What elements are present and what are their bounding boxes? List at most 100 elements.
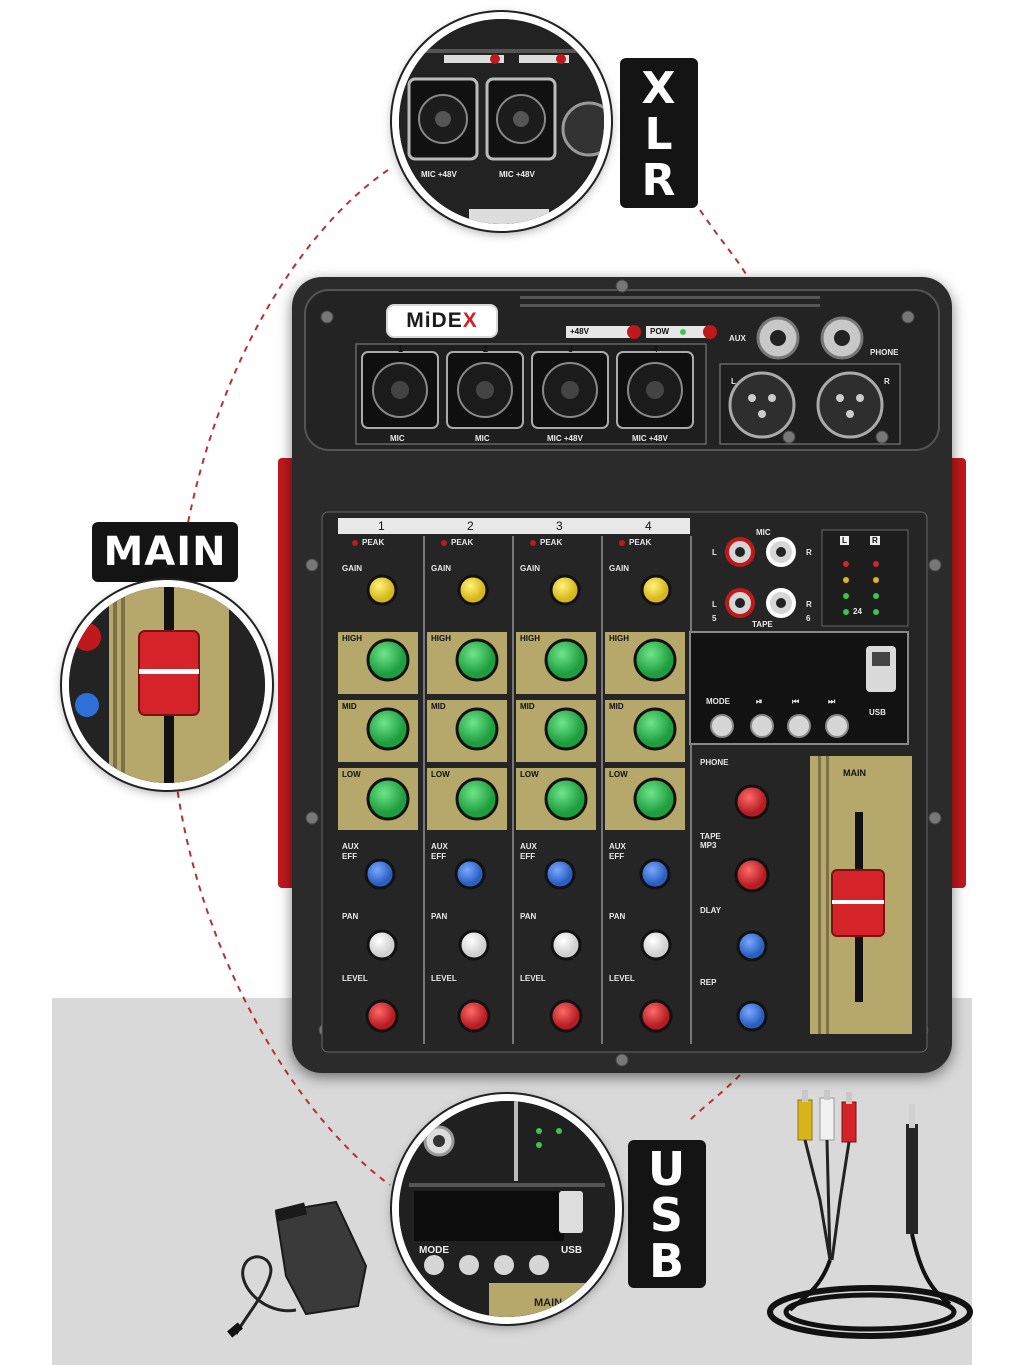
main-fader-zoom-circle: [62, 580, 272, 790]
input-number-4: 4: [653, 344, 659, 354]
xlr-zoom-circle: MIC +48V MIC +48V: [392, 12, 611, 231]
low-label-4: LOW: [609, 770, 628, 779]
high-label-2: HIGH: [431, 634, 451, 643]
channel-number-4: 4: [645, 519, 652, 533]
rca-cable-image: [767, 1090, 973, 1339]
power-adapter-image: [227, 1200, 368, 1338]
main-out-left-label: L: [731, 377, 736, 386]
aux-jack-label: AUX: [729, 334, 746, 343]
usb-label-tag: U S B: [628, 1140, 706, 1288]
input-number-1: 1: [398, 344, 404, 354]
rca-number-6: 6: [806, 614, 811, 623]
aux-text-3: AUX: [520, 842, 537, 851]
main-fader-zoom-image: [69, 587, 265, 783]
channel-number-1: 1: [378, 519, 385, 533]
mid-label-3: MID: [520, 702, 535, 711]
level-label-4: LEVEL: [609, 974, 635, 983]
usb-zoom-image: MODE USB MAIN: [399, 1101, 615, 1317]
usb-port-label: USB: [869, 708, 886, 717]
brand-logo-x: X: [462, 309, 478, 332]
aux-text-2: AUX: [431, 842, 448, 851]
xlr-zoom-image: MIC +48V MIC +48V: [399, 19, 604, 224]
gain-label-4: GAIN: [609, 564, 629, 573]
gain-label-3: GAIN: [520, 564, 540, 573]
input-number-2: 2: [483, 344, 489, 354]
repeat-label: REP: [700, 978, 717, 987]
main-fader-label: MAIN: [843, 768, 866, 778]
pan-label-2: PAN: [431, 912, 448, 921]
tape-mp3-volume-label: TAPE MP3: [700, 832, 721, 850]
low-label-2: LOW: [431, 770, 450, 779]
input-jack-label-1: MIC: [390, 434, 405, 443]
next-button-label: ⏭: [828, 697, 836, 706]
mid-label-2: MID: [431, 702, 446, 711]
aux-text-1: AUX: [342, 842, 359, 851]
peak-label-2: PEAK: [451, 538, 474, 547]
eff-text-1: EFF: [342, 852, 358, 861]
mid-label-4: MID: [609, 702, 624, 711]
xlr-letter-r: R: [641, 155, 677, 206]
rca-number-5: 5: [712, 614, 717, 623]
usb-letter-b: B: [648, 1234, 686, 1288]
usb-letter-s: S: [649, 1188, 685, 1242]
input-jack-label-4: MIC +48V: [632, 434, 668, 443]
high-label-4: HIGH: [609, 634, 629, 643]
phone-volume-label: PHONE: [700, 758, 729, 767]
pan-label-4: PAN: [609, 912, 626, 921]
aux-text-4: AUX: [609, 842, 626, 851]
input-jack-label-2: MIC: [475, 434, 490, 443]
delay-label: DLAY: [700, 906, 722, 915]
svg-text:USB: USB: [561, 1245, 582, 1256]
meter-left-label: L: [840, 536, 849, 545]
eff-text-2: EFF: [431, 852, 447, 861]
brand-logo-text: MiDE: [406, 309, 463, 332]
meter-step-label: 24: [853, 607, 862, 616]
power-label: POW: [650, 327, 670, 336]
svg-text:MIC +48V: MIC +48V: [421, 170, 457, 179]
usb-port[interactable]: [866, 646, 896, 692]
xlr-letter-x: X: [641, 63, 677, 114]
prev-button-label: ⏮: [792, 697, 800, 706]
level-label-1: LEVEL: [342, 974, 368, 983]
level-label-2: LEVEL: [431, 974, 457, 983]
usb-zoom-circle: MODE USB MAIN: [392, 1094, 622, 1324]
svg-text:MODE: MODE: [419, 1245, 449, 1256]
prev-track-button[interactable]: [787, 714, 811, 738]
gain-label-1: GAIN: [342, 564, 362, 573]
low-label-1: LOW: [342, 770, 361, 779]
brand-logo: MiDEX: [386, 304, 498, 338]
mode-button-label: MODE: [706, 697, 730, 706]
high-label-1: HIGH: [342, 634, 362, 643]
level-label-3: LEVEL: [520, 974, 546, 983]
rca-right-label-bottom: R: [806, 600, 812, 609]
mode-button[interactable]: [710, 714, 734, 738]
rca-mic-label: MIC: [756, 528, 771, 537]
rca-right-label-top: R: [806, 548, 812, 557]
peak-label-3: PEAK: [540, 538, 563, 547]
pan-label-3: PAN: [520, 912, 537, 921]
phantom-label: +48V: [570, 327, 589, 336]
next-track-button[interactable]: [825, 714, 849, 738]
svg-text:MIC +48V: MIC +48V: [499, 170, 535, 179]
gain-label-2: GAIN: [431, 564, 451, 573]
peak-label-1: PEAK: [362, 538, 385, 547]
input-jack-label-3: MIC +48V: [547, 434, 583, 443]
xlr-letter-l: L: [644, 109, 674, 160]
main-label-tag: MAIN: [92, 522, 238, 582]
xlr-label-tag: X L R: [620, 58, 698, 208]
input-number-3: 3: [568, 344, 574, 354]
main-fader-handle[interactable]: [832, 870, 884, 936]
rca-left-label-top: L: [712, 548, 717, 557]
low-label-3: LOW: [520, 770, 539, 779]
play-pause-button[interactable]: [750, 714, 774, 738]
eff-text-4: EFF: [609, 852, 625, 861]
eff-text-3: EFF: [520, 852, 536, 861]
rca-left-label-bottom: L: [712, 600, 717, 609]
channel-number-3: 3: [556, 519, 563, 533]
